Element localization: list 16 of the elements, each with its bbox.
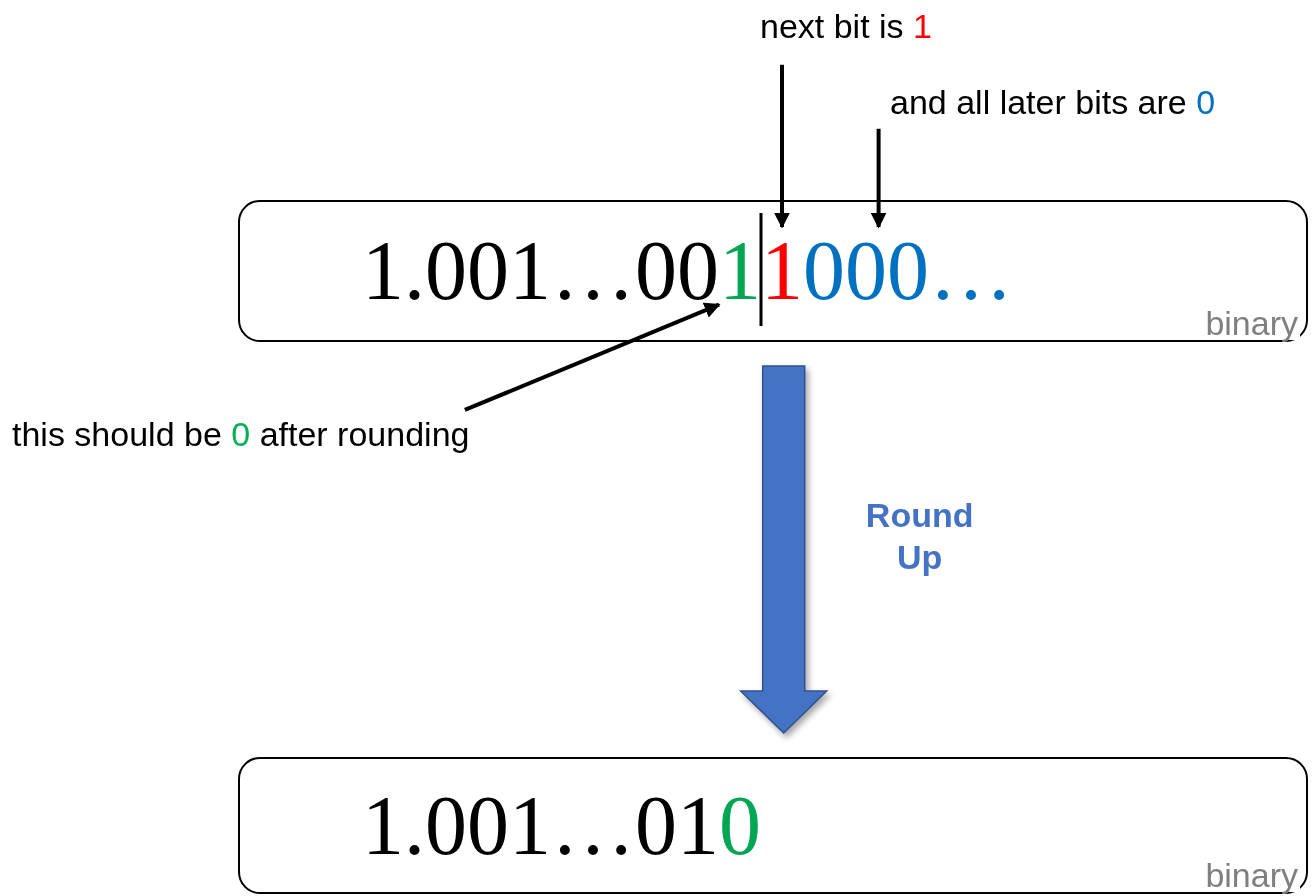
arrow: [870, 128, 887, 229]
annotation-text: and all later bits are 0: [890, 82, 1216, 123]
binary-digits: 1: [761, 229, 803, 313]
rounded-box: [238, 757, 1308, 894]
annotation-text: next bit is 1: [760, 6, 932, 47]
binary-digits: 0: [719, 783, 761, 868]
block-arrow: [738, 365, 829, 735]
binary-digits: 000…: [803, 229, 1013, 313]
edge-label: Round Up: [864, 494, 975, 578]
binary-digits: 1: [719, 229, 761, 313]
arrow: [774, 64, 790, 229]
binary-digits: 1.001…00: [362, 229, 719, 313]
annotation-text: this should be 0 after rounding: [12, 414, 470, 455]
rounded-box: [238, 200, 1308, 342]
binary-digits: 1.001…01: [362, 783, 719, 868]
arrow: [464, 302, 721, 412]
